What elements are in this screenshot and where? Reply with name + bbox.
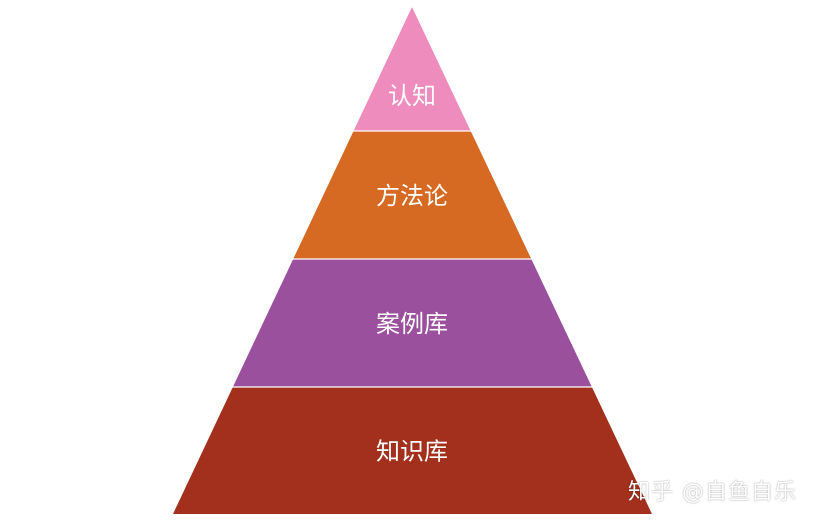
layer-label-case-library: 案例库	[376, 310, 448, 338]
layer-case-library	[233, 259, 592, 387]
layer-label-cognition: 认知	[388, 82, 436, 110]
layer-label-methodology: 方法论	[376, 182, 448, 210]
layer-knowledge-base	[173, 387, 652, 514]
watermark: 知乎 @自鱼自乐	[628, 480, 797, 505]
layer-methodology	[293, 131, 532, 259]
pyramid-labels: 认知 方法论 案例库 知识库	[376, 82, 448, 466]
layer-cognition	[353, 7, 471, 131]
pyramid-layers	[173, 7, 652, 514]
layer-label-knowledge-base: 知识库	[376, 438, 448, 466]
